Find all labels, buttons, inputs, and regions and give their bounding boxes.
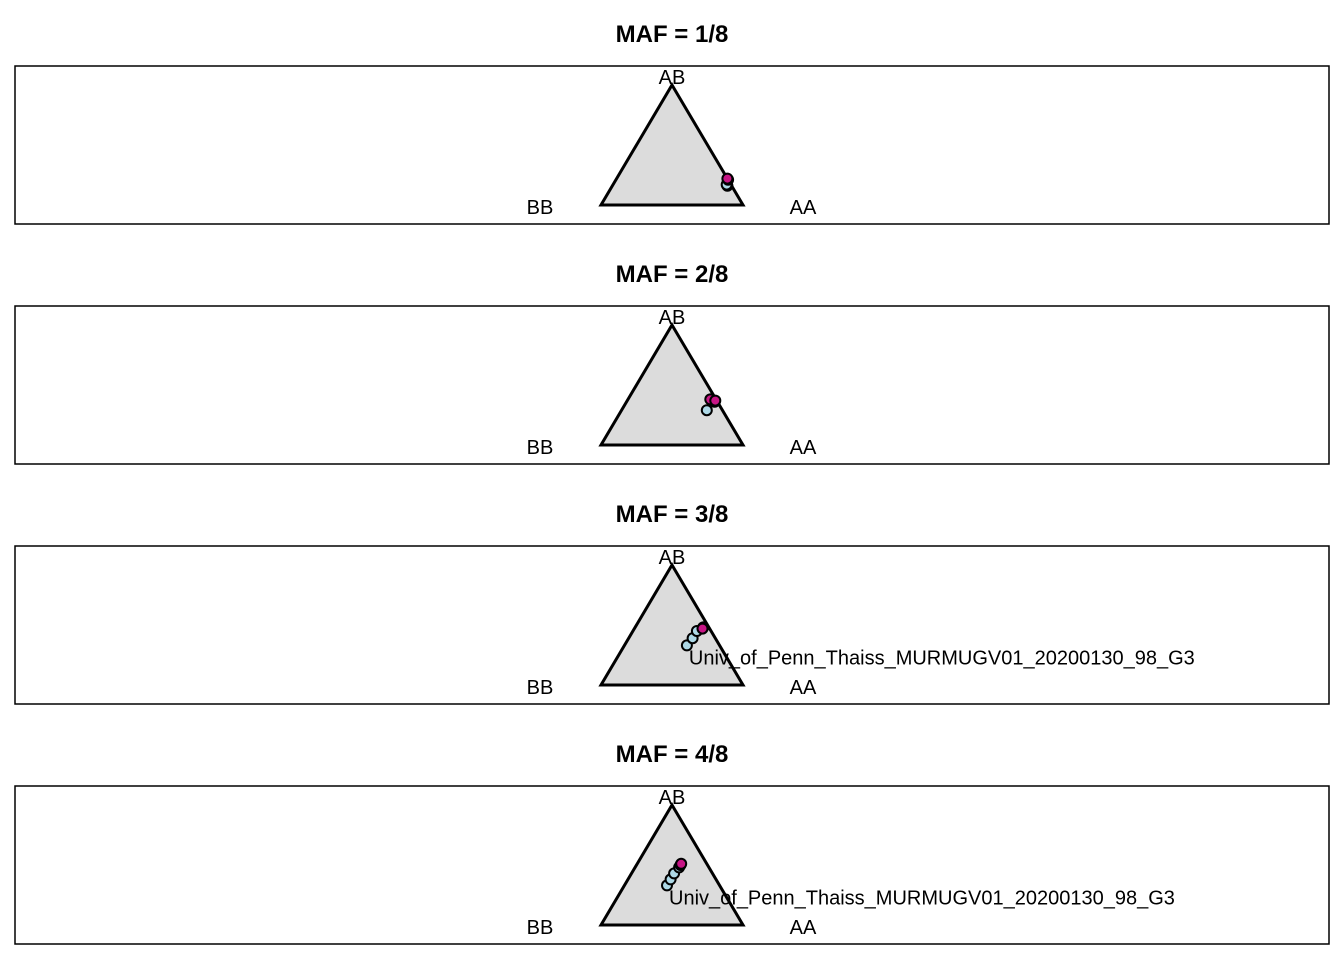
data-point	[721, 172, 734, 185]
vertex-label-right: AA	[790, 677, 817, 699]
vertex-label-right: AA	[790, 917, 817, 939]
vertex-label-left: BB	[527, 917, 554, 939]
data-point	[700, 404, 713, 417]
ternary-triangle	[598, 802, 746, 927]
panel-title: MAF = 1/8	[616, 21, 729, 48]
vertex-label-left: BB	[527, 437, 554, 459]
panel-frame	[14, 545, 1330, 705]
data-point	[709, 394, 722, 407]
vertex-label-top: AB	[659, 307, 686, 329]
point-annotation: Univ_of_Penn_Thaiss_MURMUGV01_20200130_9…	[669, 887, 1175, 909]
ternary-panel-1: MAF = 1/8AB BB AA	[14, 21, 1330, 225]
vertex-label-right: AA	[790, 437, 817, 459]
data-point	[675, 857, 688, 870]
panel-title: MAF = 3/8	[616, 501, 729, 528]
point-annotation: Univ_of_Penn_Thaiss_MURMUGV01_20200130_9…	[689, 647, 1195, 669]
ternary-panel-4: MAF = 4/8AB BB AA Univ_of_Penn_Thaiss_MURMU…	[14, 741, 1330, 945]
ternary-panel-3: MAF = 3/8AB BB AA Univ_of_Penn_Thaiss_MURMU…	[14, 501, 1330, 705]
vertex-label-top: AB	[659, 787, 686, 809]
vertex-label-left: BB	[527, 677, 554, 699]
vertex-label-left: BB	[527, 197, 554, 219]
panel-title: MAF = 2/8	[616, 261, 729, 288]
ternary-triangle	[598, 322, 746, 447]
data-point	[696, 622, 709, 635]
ternary-panel-2: MAF = 2/8AB BB AA	[14, 261, 1330, 465]
panel-frame	[14, 65, 1330, 225]
vertex-label-top: AB	[659, 67, 686, 89]
vertex-label-top: AB	[659, 547, 686, 569]
ternary-triangle	[598, 82, 746, 207]
panel-title: MAF = 4/8	[616, 741, 729, 768]
vertex-label-right: AA	[790, 197, 817, 219]
panel-frame	[14, 785, 1330, 945]
panel-frame	[14, 305, 1330, 465]
